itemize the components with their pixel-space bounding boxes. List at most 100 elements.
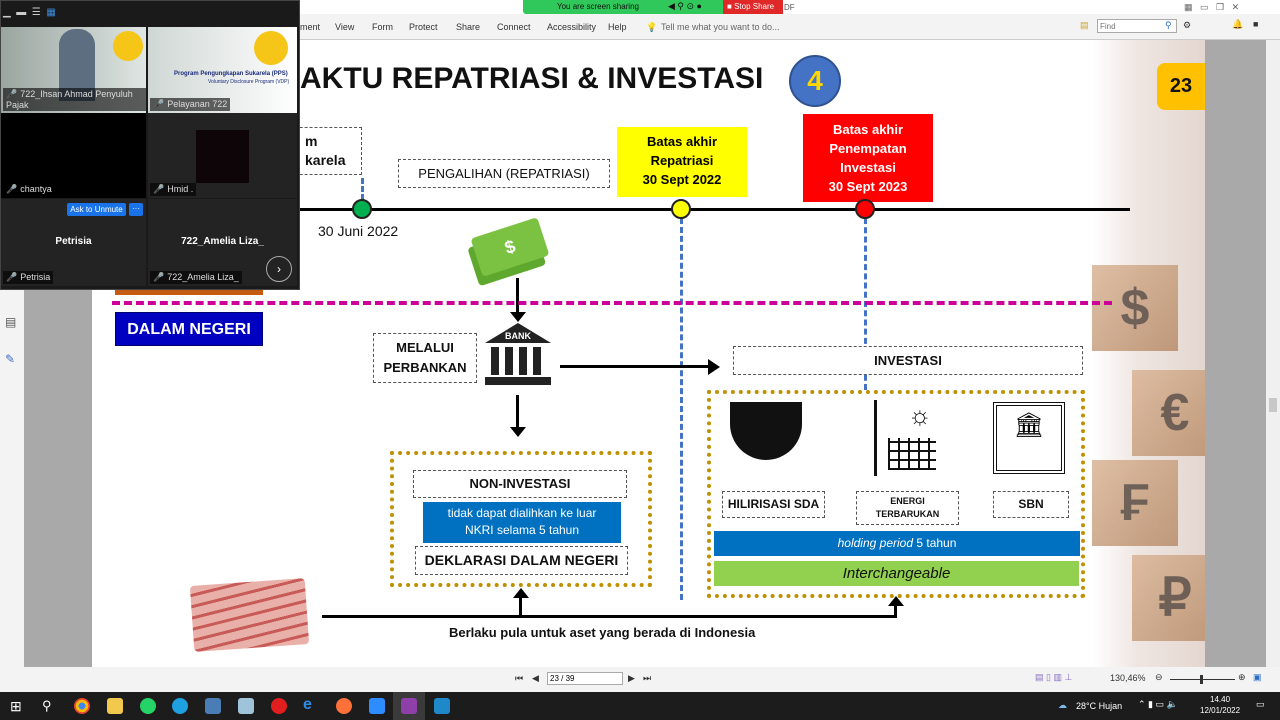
menu-connect[interactable]: Connect	[497, 22, 531, 32]
zoom-level[interactable]: 130,46%	[1110, 673, 1146, 683]
currency-cubes-image: $ € ₣ ₽	[1092, 40, 1205, 667]
partial-line-1: m	[305, 133, 318, 149]
industry-icon	[730, 402, 802, 460]
arrow-up-1	[519, 598, 522, 616]
last-page-button[interactable]: ⏭	[643, 673, 652, 683]
whatsapp-icon[interactable]	[140, 698, 156, 714]
melalui-line: MELALUI	[396, 340, 454, 355]
stop-share-button[interactable]: ■ Stop Share	[723, 0, 783, 14]
prev-page-button[interactable]: ◀	[532, 673, 539, 683]
sign-icon[interactable]: ✎	[5, 352, 16, 366]
menu-form[interactable]: Form	[372, 22, 393, 32]
tray-icons[interactable]: ⌃ ▮ ▭ 🔈	[1138, 699, 1178, 709]
find-input[interactable]	[1097, 19, 1177, 33]
taskbar: ⊞ ⚲ e ☁ 28°C Hujan ⌃ ▮ ▭ 🔈 14.40 12/01/2…	[0, 692, 1280, 720]
status-bar: ⏮ ◀ ▶ ⏭ ▤ ▯ ▥ ⊥ 130,46% ⊖ ⊕ ▣	[0, 667, 1280, 692]
share-controls-icons[interactable]: ◀ ⚲ ⊙ ●	[668, 1, 702, 11]
note-line: NKRI selama 5 tahun	[464, 523, 580, 537]
search-icon[interactable]: ⚲	[42, 698, 52, 713]
single-page-view-icon[interactable]: ▤ ▯ ▥ ⊥	[1035, 672, 1073, 682]
calculator-icon[interactable]	[205, 698, 221, 714]
rupiah-cash-icon	[189, 578, 310, 652]
menu-share[interactable]: Share	[456, 22, 481, 32]
windows-start-icon[interactable]: ⊞	[10, 698, 22, 714]
pages-icon[interactable]: ▤	[5, 315, 17, 329]
first-page-button[interactable]: ⏮	[515, 673, 524, 683]
page-number-input[interactable]	[547, 672, 623, 685]
energi-label: ENERGI TERBARUKAN	[856, 491, 959, 525]
media-player-icon[interactable]	[434, 698, 450, 714]
menu-item[interactable]: ment	[300, 22, 321, 32]
timeline-dot-investasi	[855, 199, 875, 219]
participant-display-name: 722_Amelia Liza_	[181, 236, 264, 247]
gear-icon[interactable]: ⚙	[1183, 20, 1192, 30]
menu-help[interactable]: Help	[608, 22, 627, 32]
bell-icon[interactable]: 🔔	[1232, 19, 1244, 29]
zoom-slider[interactable]	[1170, 675, 1235, 684]
next-page-button[interactable]: ›	[266, 256, 292, 282]
scroll-thumb[interactable]	[1269, 398, 1277, 412]
pengalihan-box: PENGALIHAN (REPATRIASI)	[398, 159, 610, 188]
ask-to-unmute-button[interactable]: Ask to Unmute	[67, 203, 126, 216]
menu-view[interactable]: View	[335, 22, 355, 32]
internet-explorer-icon[interactable]: e	[303, 696, 312, 713]
note-line: tidak dapat dialihkan ke luar	[447, 506, 597, 520]
more-options-button[interactable]: ···	[129, 203, 143, 216]
start-date-label: 30 Juni 2022	[318, 223, 399, 239]
participant-name: 🎤Hmid .	[150, 183, 197, 196]
fit-page-button[interactable]: ▣	[1253, 672, 1262, 682]
file-explorer-icon[interactable]	[107, 698, 123, 714]
deadline-line: Batas akhir	[646, 134, 718, 149]
app-title-fragment: DF	[784, 3, 795, 12]
zoom-in-button[interactable]: ⊕	[1238, 672, 1246, 682]
video-tile[interactable]: 722_Amelia Liza_ 🎤722_Amelia Liza_ ›	[148, 199, 297, 286]
dollar-cube: $	[1092, 265, 1178, 351]
video-tile[interactable]: 🎤722_Ihsan Ahmad Penyuluh Pajak	[1, 27, 146, 113]
participant-name: 🎤722_Amelia Liza_	[150, 271, 242, 284]
weather-text[interactable]: 28°C Hujan	[1076, 701, 1123, 711]
deadline-line: Batas akhir	[832, 122, 904, 137]
notes-icon[interactable]	[238, 698, 254, 714]
pdf-app-icon[interactable]	[401, 698, 417, 714]
zoom-out-button[interactable]: ⊖	[1155, 672, 1163, 682]
participant-name: 🎤722_Ihsan Ahmad Penyuluh Pajak	[3, 88, 146, 111]
participant-name: 🎤chantya	[3, 183, 55, 196]
stop-share-label: Stop Share	[734, 2, 775, 11]
window-controls[interactable]: ▦ ▭ ❐ ✕	[1184, 2, 1240, 12]
non-investasi-group	[390, 451, 652, 587]
hilirisasi-label: HILIRISASI SDA	[722, 491, 825, 518]
perbankan-line: PERBANKAN	[383, 360, 467, 375]
non-investasi-note: tidak dapat dialihkan ke luar NKRI selam…	[423, 502, 621, 543]
bond-certificate-icon: 🏛	[993, 402, 1065, 474]
view-controls[interactable]: ▁ ▬ ☰ ▦	[3, 7, 56, 18]
participant-video	[196, 130, 249, 183]
clock-time[interactable]: 14.40	[1210, 695, 1231, 704]
non-investasi-label: NON-INVESTASI	[413, 470, 627, 498]
firefox-icon[interactable]	[336, 698, 352, 714]
video-tile[interactable]: 🎤Hmid .	[148, 113, 297, 198]
chrome-icon[interactable]	[74, 698, 90, 714]
next-page-button[interactable]: ▶	[628, 673, 635, 683]
zoom-icon[interactable]	[369, 698, 385, 714]
menu-accessibility[interactable]: Accessibility	[547, 22, 597, 32]
deadline-line: Investasi	[840, 160, 896, 175]
video-tile[interactable]: 🎤chantya	[1, 113, 146, 198]
opera-icon[interactable]	[271, 698, 287, 714]
vertical-scrollbar[interactable]	[1266, 40, 1280, 667]
find-options-icon[interactable]: ▤	[1080, 20, 1089, 30]
arrowhead	[708, 359, 720, 375]
video-tile[interactable]: Program Pengungkapan Sukarela (PPS) Volu…	[148, 27, 297, 113]
clock-date[interactable]: 12/01/2022	[1200, 706, 1241, 715]
pps-logo	[254, 31, 288, 65]
footer-note: Berlaku pula untuk aset yang berada di I…	[449, 625, 756, 640]
video-tile[interactable]: Ask to Unmute ··· Petrisia 🎤Petrisia	[1, 199, 146, 286]
tell-me-search[interactable]: Tell me what you want to do...	[661, 22, 780, 32]
search-icon[interactable]: ⚲	[1165, 20, 1172, 30]
user-icon[interactable]: ■	[1253, 19, 1259, 29]
edge-icon[interactable]	[172, 698, 188, 714]
notifications-icon[interactable]: ▭	[1256, 699, 1265, 709]
deklarasi-label: DEKLARASI DALAM NEGERI	[415, 546, 628, 575]
pps-logo	[113, 31, 143, 61]
deadline-repatriasi-box: Batas akhir Repatriasi 30 Sept 2022	[617, 127, 747, 197]
menu-protect[interactable]: Protect	[409, 22, 438, 32]
